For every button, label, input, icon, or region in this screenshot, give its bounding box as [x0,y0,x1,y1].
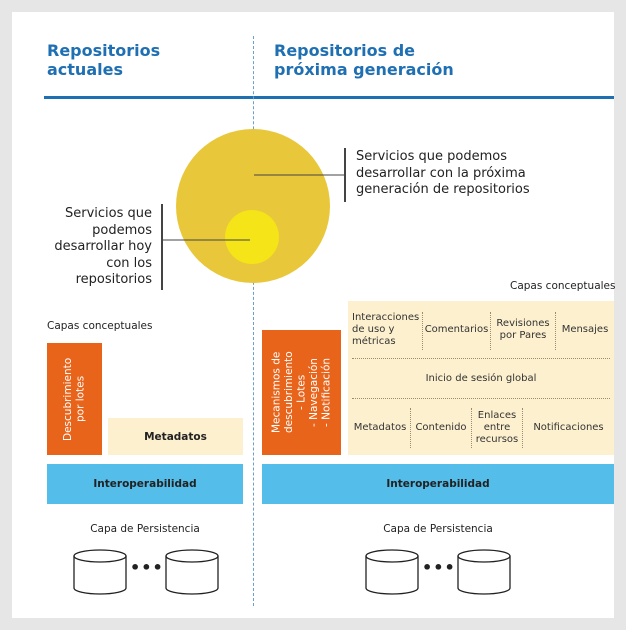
header-rule [44,96,614,99]
right-ellipsis: ••• [422,558,456,577]
service-enlaces: Enlaces entre recursos [475,410,519,445]
big-circle [176,129,330,283]
service-separator [422,312,423,350]
database-icon [165,549,219,595]
right-title: Repositorios de próxima generación [274,41,454,79]
small-circle-label: Servicios que podemos desarrollar hoy co… [54,206,152,287]
service-separator [490,312,491,350]
left-discovery-block: Descubrimiento por lotes [47,343,102,455]
right-interop-bar: Interoperabilidad [262,464,614,504]
right-capas-label: Capas conceptuales [510,280,616,292]
big-circle-label: Servicios que podemos desarrollar con la… [356,149,530,197]
service-separator [410,408,411,448]
database-icon [73,549,127,595]
left-database-cylinders [73,549,219,595]
services-row-separator [352,358,610,359]
service-inicio-sesion: Inicio de sesión global [425,373,537,384]
database-icon [365,549,419,595]
small-circle [225,210,279,264]
service-revisiones: Revisiones por Pares [496,318,550,341]
service-separator [471,408,472,448]
service-interacciones: Interacciones de uso y métricas [352,312,420,347]
left-interop-bar: Interoperabilidad [47,464,243,504]
service-comentarios: Comentarios [424,324,489,335]
left-ellipsis: ••• [130,558,164,577]
service-notificaciones: Notificaciones [533,422,604,433]
right-discovery-block: Mecanismos de descubrimiento - Lotes - N… [262,330,341,455]
right-persistence-label: Capa de Persistencia [383,523,493,535]
service-mensajes: Mensajes [561,324,609,335]
service-contenido: Contenido [415,422,467,433]
left-metadatos-block: Metadatos [108,418,243,455]
database-icon [457,549,511,595]
right-database-cylinders [365,549,511,595]
right-services-block [348,301,614,455]
service-metadatos: Metadatos [353,422,407,433]
service-separator [522,408,523,448]
column-divider [253,36,254,606]
service-separator [555,312,556,350]
left-persistence-label: Capa de Persistencia [90,523,200,535]
services-row-separator [352,398,610,399]
left-capas-label: Capas conceptuales [47,320,153,332]
left-title: Repositorios actuales [47,41,161,79]
